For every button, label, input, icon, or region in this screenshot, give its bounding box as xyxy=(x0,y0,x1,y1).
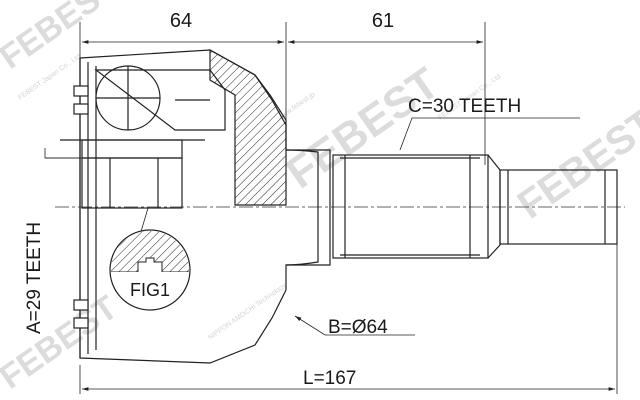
total-length-label: L=167 xyxy=(303,368,356,389)
dim-label-64: 64 xyxy=(170,10,192,32)
svg-text:NIPPON AMOCHI Technology: NIPPON AMOCHI Technology xyxy=(207,282,288,342)
leader-c xyxy=(399,117,580,151)
dim-label-61: 61 xyxy=(372,10,394,32)
stub-shaft xyxy=(285,149,618,266)
spline-outer-label: C=30 TEETH xyxy=(408,96,521,117)
svg-text:FEBEST: FEBEST xyxy=(510,101,640,228)
svg-text:FEBEST: FEBEST xyxy=(0,288,125,396)
spline-inner-label: A=29 TEETH xyxy=(24,222,45,334)
svg-text:FEBEST: FEBEST xyxy=(278,58,448,198)
leader-a xyxy=(44,148,80,159)
fig1-label: FIG1 xyxy=(130,280,170,300)
diameter-label: B=Ø64 xyxy=(328,317,388,338)
leader-b xyxy=(294,315,415,336)
outer-housing xyxy=(60,48,331,364)
